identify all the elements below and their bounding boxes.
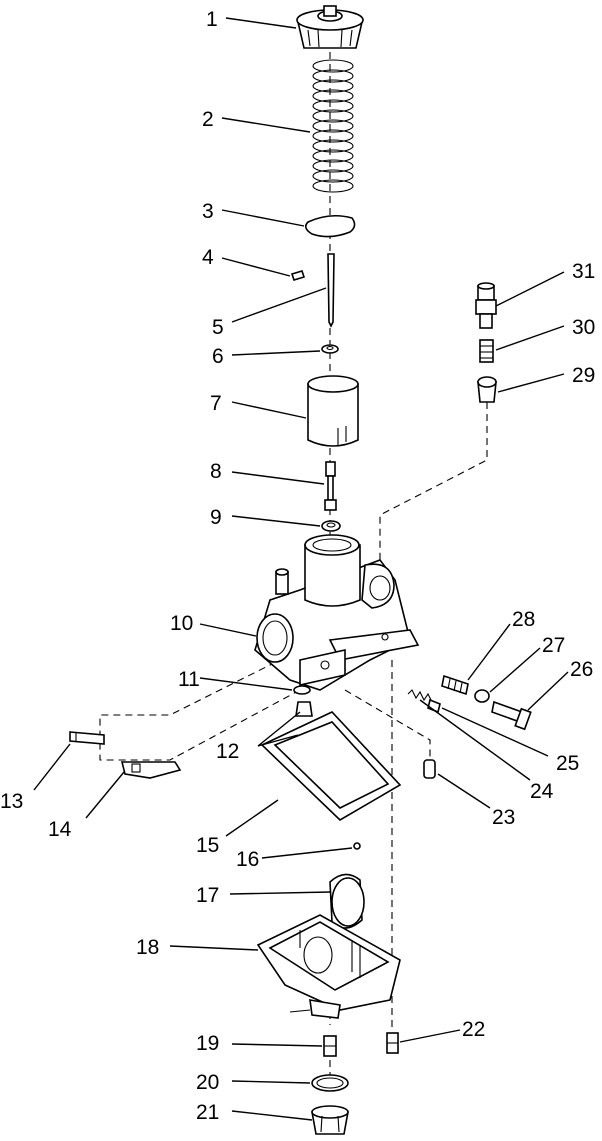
callout-labels: 1 2 3 4 5 6 7 8 9 10 11 12 13 14 15 16 1…: [0, 8, 595, 1124]
callout-6: 6: [212, 345, 224, 368]
callout-15: 15: [196, 834, 219, 857]
part-23-screw: [423, 759, 436, 779]
callout-28: 28: [512, 608, 535, 631]
callout-10: 10: [170, 612, 193, 635]
part-24-spring: [407, 689, 433, 703]
part-31-nut: [475, 282, 497, 329]
part-19-drain-screw: [323, 1035, 337, 1057]
part-26-adjust-screw: [491, 700, 532, 731]
callout-25: 25: [556, 752, 579, 775]
callout-30: 30: [572, 316, 595, 339]
part-14-clip: [120, 761, 182, 779]
part-9-washer: [321, 520, 341, 532]
callout-20: 20: [196, 1071, 219, 1094]
callout-8: 8: [210, 460, 222, 483]
part-1-cap: [296, 5, 364, 49]
callout-19: 19: [196, 1032, 219, 1055]
callout-17: 17: [196, 884, 219, 907]
part-4-clip: [290, 270, 306, 281]
callout-1: 1: [206, 8, 218, 31]
callout-24: 24: [530, 780, 554, 803]
callout-3: 3: [202, 200, 214, 223]
part-16-pin: [353, 842, 361, 850]
callout-12: 12: [216, 740, 239, 763]
callout-13: 13: [0, 790, 23, 813]
callout-14: 14: [48, 818, 72, 841]
callout-22: 22: [462, 1018, 485, 1041]
callout-27: 27: [542, 634, 565, 657]
part-8-needle-jet: [324, 461, 337, 511]
part-11-washer: [293, 685, 311, 695]
part-17-float: [329, 873, 365, 929]
part-10-carburetor-body: [254, 534, 420, 691]
callout-4: 4: [202, 246, 214, 269]
part-7-throttle-slide: [307, 375, 359, 447]
callout-29: 29: [572, 364, 595, 387]
callout-9: 9: [210, 506, 222, 529]
callout-5: 5: [212, 316, 224, 339]
part-30-spring: [479, 339, 494, 363]
callout-2: 2: [202, 108, 214, 131]
part-28-spring: [441, 674, 469, 696]
assembly-axis-lines: [99, 52, 488, 1075]
part-13-bracket: [69, 731, 105, 745]
leader-lines: [33, 17, 569, 1121]
callout-18: 18: [136, 936, 159, 959]
callout-11: 11: [178, 668, 200, 691]
part-15-gasket: [260, 711, 402, 821]
part-2-spring: [312, 59, 354, 193]
callout-21: 21: [196, 1101, 219, 1124]
part-18-float-bowl: [256, 914, 401, 1019]
callout-26: 26: [570, 658, 593, 681]
callout-16: 16: [236, 848, 259, 871]
part-5-needle: [327, 253, 335, 328]
part-20-o-ring: [311, 1074, 349, 1092]
part-3-plate: [304, 214, 356, 238]
part-27-washer: [474, 689, 490, 703]
part-6-washer: [321, 344, 339, 354]
part-21-plug: [311, 1105, 349, 1135]
callout-31: 31: [572, 260, 595, 283]
part-25-needle: [427, 698, 441, 714]
part-22-screw: [386, 1032, 399, 1054]
callout-7: 7: [210, 392, 222, 415]
callout-23: 23: [492, 806, 515, 829]
part-29-plunger: [477, 376, 497, 403]
